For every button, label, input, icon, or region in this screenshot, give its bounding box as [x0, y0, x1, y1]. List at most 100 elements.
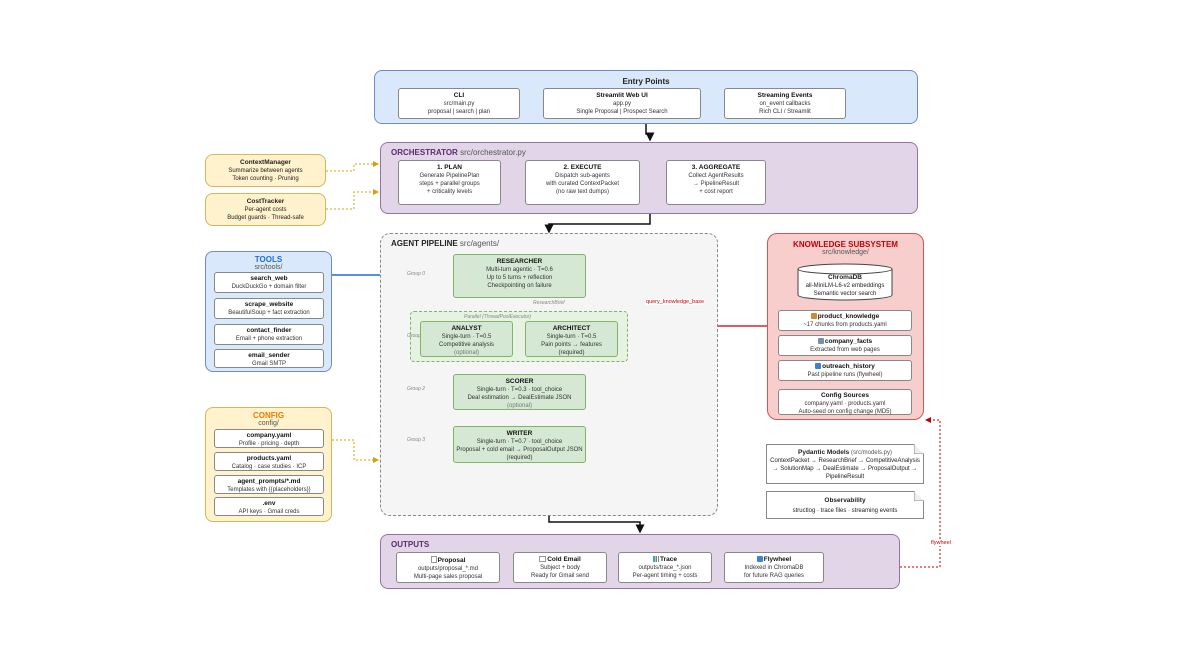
config-products-desc: Catalog · case studies · ICP: [231, 464, 307, 470]
plan-line1: Generate PipelinePlan: [419, 173, 480, 179]
tool-search-web-title: search_web: [250, 275, 288, 282]
tool-search-web: search_web DuckDuckGo + domain filter: [214, 272, 324, 293]
execute-line1: Dispatch sub-agents: [555, 173, 610, 179]
streaming-title: Streaming Events: [757, 92, 813, 99]
cost-tracker-box: CostTracker Per-agent costs Budget guard…: [205, 193, 326, 226]
output-flywheel-title: Flywheel: [763, 556, 792, 563]
aggregate-title: 3. AGGREGATE: [691, 164, 741, 171]
execute-line3: (no raw text dumps): [555, 189, 610, 195]
config-products-title: products.yaml: [246, 455, 292, 462]
output-flywheel-line2: for future RAG queries: [743, 573, 805, 579]
pipeline-title: AGENT PIPELINE: [391, 239, 458, 248]
researcher-line1: Multi-turn agentic · T=0.6: [486, 267, 553, 273]
chromadb-line2: Semantic vector search: [813, 291, 877, 297]
outputs-title: OUTPUTS: [391, 540, 430, 549]
streaming-line1: on_event callbacks: [759, 101, 811, 107]
observability-line1: structlog · trace files · streaming even…: [792, 508, 898, 514]
bar-chart-icon: [653, 556, 659, 562]
parallel-label: Parallel (ThreadPoolExecutor): [464, 314, 531, 320]
orchestrator-path: src/orchestrator.py: [460, 148, 526, 157]
tool-email-sender-title: email_sender: [248, 352, 290, 359]
output-proposal-box: Proposal outputs/proposal_*.md Multi-pag…: [396, 552, 500, 583]
web-ui-line1: app.py: [612, 101, 631, 107]
cylinder-shape: [797, 263, 893, 301]
company-facts-title: company_facts: [824, 338, 873, 345]
architect-title: ARCHITECT: [552, 325, 591, 332]
group0-label: Group 0: [407, 271, 426, 277]
aggregate-line1: Collect AgentResults: [688, 173, 744, 179]
architect-line2: Pain points → features: [541, 342, 602, 348]
tool-email-sender-desc: Gmail SMTP: [251, 361, 286, 367]
tool-contact-finder-title: contact_finder: [246, 327, 292, 334]
researcher-line3: Checkpointing on failure: [487, 283, 552, 289]
pydantic-title: Pydantic Models: [798, 449, 850, 456]
plan-title: 1. PLAN: [437, 164, 462, 171]
analyst-title: ANALYST: [451, 325, 482, 332]
entry-points-title: Entry Points: [622, 77, 670, 86]
cli-line2: proposal | search | plan: [427, 109, 491, 115]
plan-line3: + criticality levels: [426, 189, 473, 195]
output-trace-title: Trace: [660, 556, 677, 563]
analyst-line2: Competitive analysis: [438, 342, 495, 348]
analyst-box: ANALYST Single-turn · T=0.5 Competitive …: [420, 321, 513, 357]
config-sources-title: Config Sources: [820, 392, 870, 399]
building-icon: [817, 338, 824, 344]
config-prompts-title: agent_prompts/*.md: [237, 478, 301, 485]
context-manager-box: ContextManager Summarize between agents …: [205, 154, 326, 187]
researcher-line2: Up to 5 turns + reflection: [486, 275, 553, 281]
cost-tracker-title: CostTracker: [246, 198, 285, 205]
analyst-line1: Single-turn · T=0.5: [441, 334, 492, 340]
writer-line1: Single-turn · T=0.7 · tool_choice: [476, 439, 563, 445]
plan-box: 1. PLAN Generate PipelinePlan steps + pa…: [398, 160, 501, 205]
pydantic-line2: → SolutionMap → DealEstimate → ProposalO…: [772, 466, 918, 472]
output-cold-email-line2: Ready for Gmail send: [530, 573, 590, 579]
product-knowledge-desc: ~17 chunks from products.yaml: [803, 322, 887, 328]
architect-line3: (required): [558, 350, 585, 356]
config-env-desc: API keys · Gmail creds: [238, 509, 300, 515]
streaming-line2: Rich CLI / Streamlit: [759, 109, 811, 115]
cli-line1: src/main.py: [443, 101, 475, 107]
config-sources-desc2: Auto-seed on config change (MD5): [798, 409, 892, 415]
group1-label: Group 1: [407, 333, 426, 339]
tools-title: TOOLS: [254, 255, 283, 264]
researcher-title: RESEARCHER: [496, 258, 543, 265]
chromadb-cylinder: ChromaDB all-MiniLM-L6-v2 embeddings Sem…: [797, 263, 893, 301]
plan-line2: steps + parallel groups: [419, 181, 480, 187]
scorer-title: SCORER: [505, 378, 534, 385]
document-icon: [430, 556, 437, 563]
output-cold-email-box: Cold Email Subject + body Ready for Gmai…: [513, 552, 607, 583]
pydantic-path: (src/models.py): [850, 450, 892, 456]
tool-search-web-desc: DuckDuckGo + domain filter: [231, 284, 307, 290]
orchestrator-title: ORCHESTRATOR: [391, 148, 458, 157]
config-sources-box: Config Sources company.yaml · products.y…: [778, 389, 912, 415]
web-ui-line2: Single Proposal | Prospect Search: [576, 109, 668, 115]
output-proposal-line1: outputs/proposal_*.md: [417, 566, 479, 572]
company-facts-box: company_facts Extracted from web pages: [778, 335, 912, 356]
scorer-line2: Deal estimation → DealEstimate JSON: [467, 395, 572, 401]
writer-line3: (required): [506, 455, 533, 461]
writer-box: WRITER Single-turn · T=0.7 · tool_choice…: [453, 426, 586, 463]
execute-box: 2. EXECUTE Dispatch sub-agents with cura…: [525, 160, 640, 205]
cost-tracker-line2: Budget guards · Thread-safe: [227, 215, 304, 221]
config-products-yaml: products.yaml Catalog · case studies · I…: [214, 452, 324, 471]
product-knowledge-title: product_knowledge: [817, 313, 880, 320]
execute-line2: with curated ContextPacket: [545, 181, 620, 187]
researcher-box: RESEARCHER Multi-turn agentic · T=0.6 Up…: [453, 254, 586, 298]
cli-title: CLI: [453, 92, 465, 99]
context-manager-line1: Summarize between agents: [228, 168, 303, 174]
pipeline-path: src/agents/: [459, 239, 500, 248]
config-prompts-desc: Templates with {{placeholders}}: [227, 487, 311, 493]
config-env-title: .env: [262, 500, 276, 507]
knowledge-path: src/knowledge/: [822, 249, 869, 256]
output-proposal-line2: Multi-page sales proposal: [413, 574, 483, 580]
chromadb-title: ChromaDB: [828, 274, 862, 281]
package-icon: [810, 313, 817, 319]
pydantic-line1: ContextPacket → ResearchBrief → Competit…: [770, 458, 920, 464]
chromadb-line1: all-MiniLM-L6-v2 embeddings: [805, 283, 885, 289]
context-manager-line2: Token counting · Pruning: [232, 176, 299, 182]
cost-to-orch-line: [326, 189, 379, 210]
config-to-pipeline-line: [332, 439, 379, 463]
aggregate-box: 3. AGGREGATE Collect AgentResults → Pipe…: [666, 160, 766, 205]
note-fold-icon: [914, 491, 924, 501]
web-ui-title: Streamlit Web UI: [596, 92, 648, 99]
